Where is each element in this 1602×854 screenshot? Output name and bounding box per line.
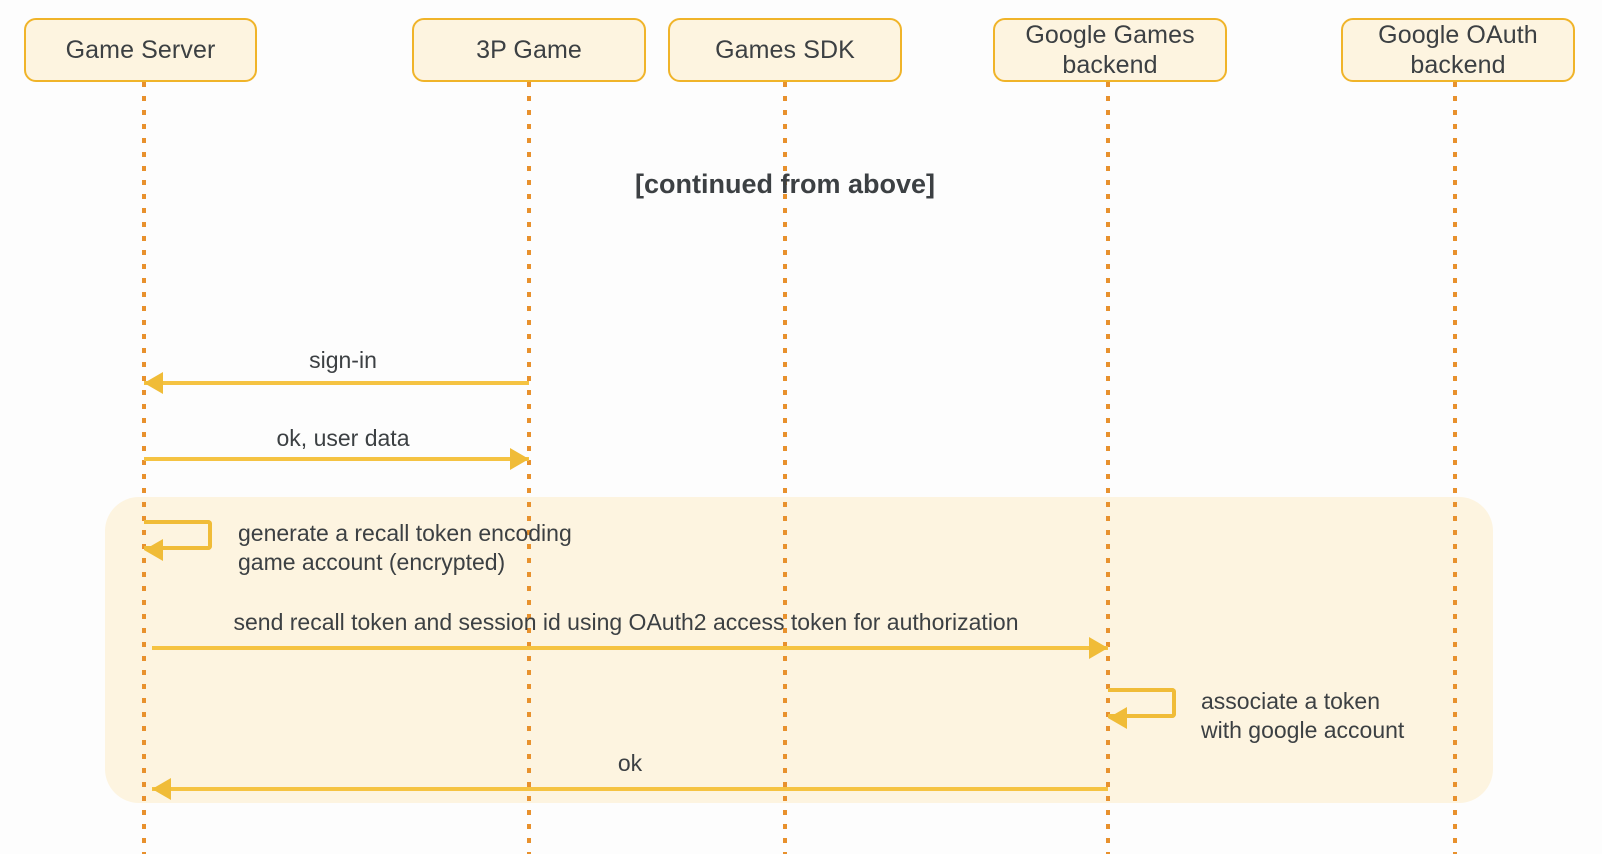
participant-label: Games SDK <box>715 35 855 64</box>
message-line-sign-in <box>144 381 529 385</box>
message-line-ok <box>152 787 1108 791</box>
participant-games-sdk[interactable]: Games SDK <box>668 18 902 82</box>
lifeline-google-oauth-backend <box>1453 82 1457 854</box>
participant-label: 3P Game <box>476 35 582 64</box>
participant-third-party-game[interactable]: 3P Game <box>412 18 646 82</box>
message-label-ok: ok <box>617 750 643 776</box>
participant-label: Game Server <box>65 35 216 64</box>
arrow-head-left-icon <box>1108 707 1127 729</box>
message-label-send-recall-token: send recall token and session id using O… <box>233 609 1019 635</box>
arrow-head-right-icon <box>510 448 529 470</box>
arrow-head-right-icon <box>1089 637 1108 659</box>
message-label-ok-user-data: ok, user data <box>276 425 410 451</box>
self-message-loop-associate-token <box>1108 688 1176 718</box>
message-label-line: associate a token <box>1201 688 1381 714</box>
continued-note: [continued from above] <box>634 169 935 199</box>
participant-game-server[interactable]: Game Server <box>24 18 257 82</box>
message-line-send-recall-token <box>152 646 1108 650</box>
arrow-head-left-icon <box>144 372 163 394</box>
message-label-line: generate a recall token encoding <box>238 520 572 546</box>
self-message-loop-generate-recall-token <box>144 520 212 550</box>
lifeline-google-games-backend <box>1106 82 1110 854</box>
arrow-head-left-icon <box>152 778 171 800</box>
message-line-ok-user-data <box>144 457 529 461</box>
lifeline-game-server <box>142 82 146 854</box>
lifeline-third-party-game <box>527 82 531 854</box>
message-label-line: with google account <box>1201 716 1405 743</box>
arrow-head-left-icon <box>144 539 163 561</box>
lifeline-games-sdk <box>783 82 787 854</box>
highlight-region <box>105 497 1493 803</box>
message-label-line: game account (encrypted) <box>238 548 506 575</box>
message-label-sign-in: sign-in <box>309 347 377 373</box>
